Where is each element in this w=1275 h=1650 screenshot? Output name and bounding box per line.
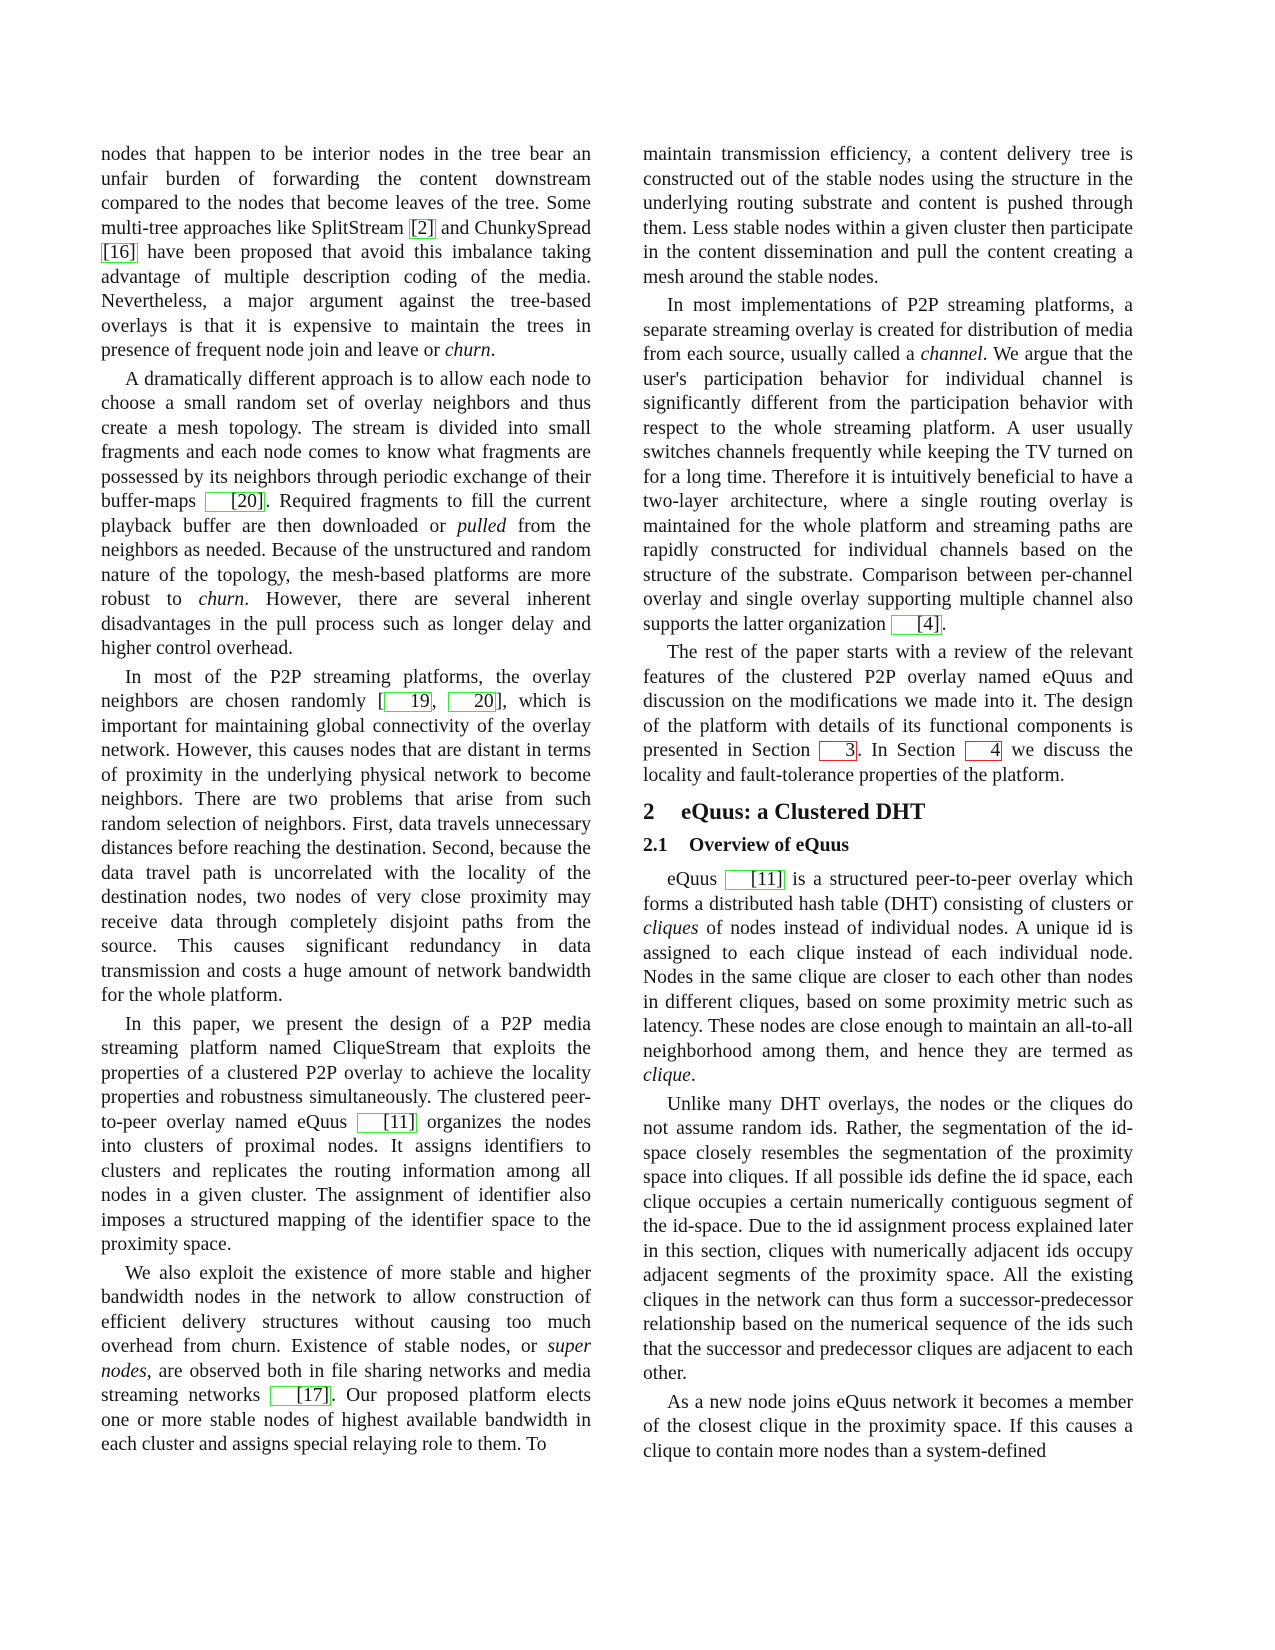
text-run: . <box>490 340 496 361</box>
emphasis: channel <box>920 344 983 365</box>
text-run: of nodes instead of individual nodes. A … <box>643 918 1133 1062</box>
text-run: from the neighbors as needed. Because of… <box>101 515 591 611</box>
citation-link[interactable]: [17] <box>270 1386 332 1406</box>
paragraph: In this paper, we present the design of … <box>101 1013 591 1258</box>
paragraph: nodes that happen to be interior nodes i… <box>101 143 591 364</box>
paragraph: A dramatically different approach is to … <box>101 368 591 662</box>
text-run: In most of the P2P streaming platforms, … <box>101 666 591 713</box>
text-run: , <box>431 691 449 712</box>
text-run: eQuus <box>667 869 725 890</box>
text-run: maintain transmission efficiency, a cont… <box>643 144 1133 288</box>
text-run: . Required fragments to fill the current… <box>101 491 591 537</box>
text-run: . <box>690 1065 696 1086</box>
citation-link[interactable]: [20] <box>204 492 266 512</box>
paragraph: In most implementations of P2P streaming… <box>643 294 1133 637</box>
paragraph: Unlike many DHT overlays, the nodes or t… <box>643 1093 1133 1387</box>
subsection-heading: 2.1 Overview of eQuus <box>643 834 1133 858</box>
text-run: , are observed both in file sharing netw… <box>101 1360 591 1407</box>
emphasis: churn <box>198 589 245 610</box>
text-run: we discuss the locality and fault-tolera… <box>643 740 1133 786</box>
emphasis: cliques <box>643 918 699 939</box>
text-run: . However, there are several inherent di… <box>101 589 591 659</box>
text-run: and ChunkySpread <box>435 217 591 239</box>
text-run: ], which is important for maintaining gl… <box>101 691 591 1006</box>
text-run: As a new node joins eQuus network it bec… <box>643 1391 1133 1462</box>
left-column: nodes that happen to be interior nodes i… <box>101 143 591 1462</box>
citation-link[interactable]: [4] <box>890 614 942 635</box>
text-run: . We argue that the user's participation… <box>643 344 1133 635</box>
section-heading: 2 eQuus: a Clustered DHT <box>643 798 1133 826</box>
right-column: maintain transmission efficiency, a cont… <box>643 143 1133 1468</box>
subsection-number: 2.1 <box>643 835 668 856</box>
paragraph: As a new node joins eQuus network it bec… <box>643 1391 1133 1465</box>
text-run: have been proposed that avoid this imbal… <box>101 242 591 361</box>
emphasis: churn <box>444 340 491 361</box>
citation-link[interactable]: 20 <box>448 692 496 712</box>
text-run: In most implementations of P2P streaming… <box>643 295 1133 365</box>
text-run: We also exploit the existence of more st… <box>101 1262 591 1358</box>
paragraph: We also exploit the existence of more st… <box>101 1262 591 1458</box>
citation-link[interactable]: [11] <box>724 870 785 890</box>
section-link[interactable]: 3 <box>819 741 858 761</box>
citation-link[interactable]: [16] <box>101 242 138 263</box>
text-run: The rest of the paper starts with a revi… <box>643 642 1133 761</box>
text-run: In this paper, we present the design of … <box>101 1013 591 1133</box>
paragraph: In most of the P2P streaming platforms, … <box>101 666 591 1009</box>
emphasis: pulled <box>457 515 507 537</box>
emphasis: clique <box>643 1065 691 1086</box>
text-run: . Our proposed platform elects one or mo… <box>101 1385 591 1455</box>
text-run: A dramatically different approach is to … <box>101 368 591 513</box>
text-run: organizes the nodes into clusters of pro… <box>101 1111 591 1256</box>
text-run: . <box>941 613 947 635</box>
text-run: . In Section <box>857 740 965 761</box>
paragraph: eQuus [11] is a structured peer-to-peer … <box>643 868 1133 1089</box>
citation-link[interactable]: 19 <box>384 692 432 712</box>
section-link[interactable]: 4 <box>964 741 1003 761</box>
citation-link[interactable]: [2] <box>409 217 436 239</box>
paragraph: The rest of the paper starts with a revi… <box>643 641 1133 788</box>
citation-link[interactable]: [11] <box>357 1112 417 1133</box>
subsection-title: Overview of eQuus <box>689 835 849 856</box>
text-run: nodes that happen to be interior nodes i… <box>101 144 591 239</box>
paragraph: maintain transmission efficiency, a cont… <box>643 143 1133 290</box>
section-title: eQuus: a Clustered DHT <box>681 799 926 824</box>
text-run: is a structured peer-to-peer overlay whi… <box>643 869 1134 915</box>
emphasis: super nodes <box>101 1336 591 1382</box>
section-number: 2 <box>643 799 655 824</box>
text-run: Unlike many DHT overlays, the nodes or t… <box>643 1093 1133 1385</box>
